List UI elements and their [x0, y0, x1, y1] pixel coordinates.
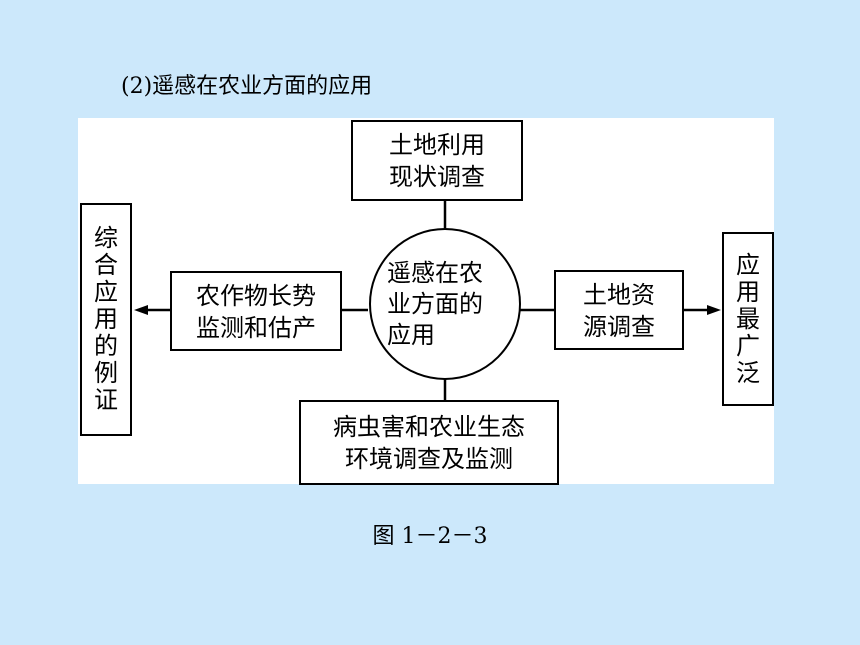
arrow-left-head: [134, 305, 148, 315]
connector-lines: [134, 199, 721, 402]
hub-remote-sensing-agriculture: 遥感在农 业方面的 应用: [369, 228, 521, 380]
figure-caption: 图 1－2－3: [372, 524, 488, 549]
box-most-widely-used: 应 用 最 广 泛: [722, 232, 774, 406]
arrow-right-head: [707, 305, 721, 315]
box-land-resource-survey: 土地资 源调查: [554, 270, 684, 350]
box-land-use-survey: 土地利用 现状调查: [351, 120, 523, 201]
box-comprehensive-examples: 综 合 应 用 的 例 证: [80, 203, 132, 436]
remote-sensing-agriculture-diagram: 土地利用 现状调查 遥感在农 业方面的 应用 农作物长势 监测和估产 土地资 源…: [78, 118, 774, 485]
slide-heading: (2)遥感在农业方面的应用: [121, 74, 373, 99]
box-pest-eco-monitoring: 病虫害和农业生态 环境调查及监测: [299, 400, 559, 485]
box-crop-growth-monitoring: 农作物长势 监测和估产: [170, 271, 342, 351]
